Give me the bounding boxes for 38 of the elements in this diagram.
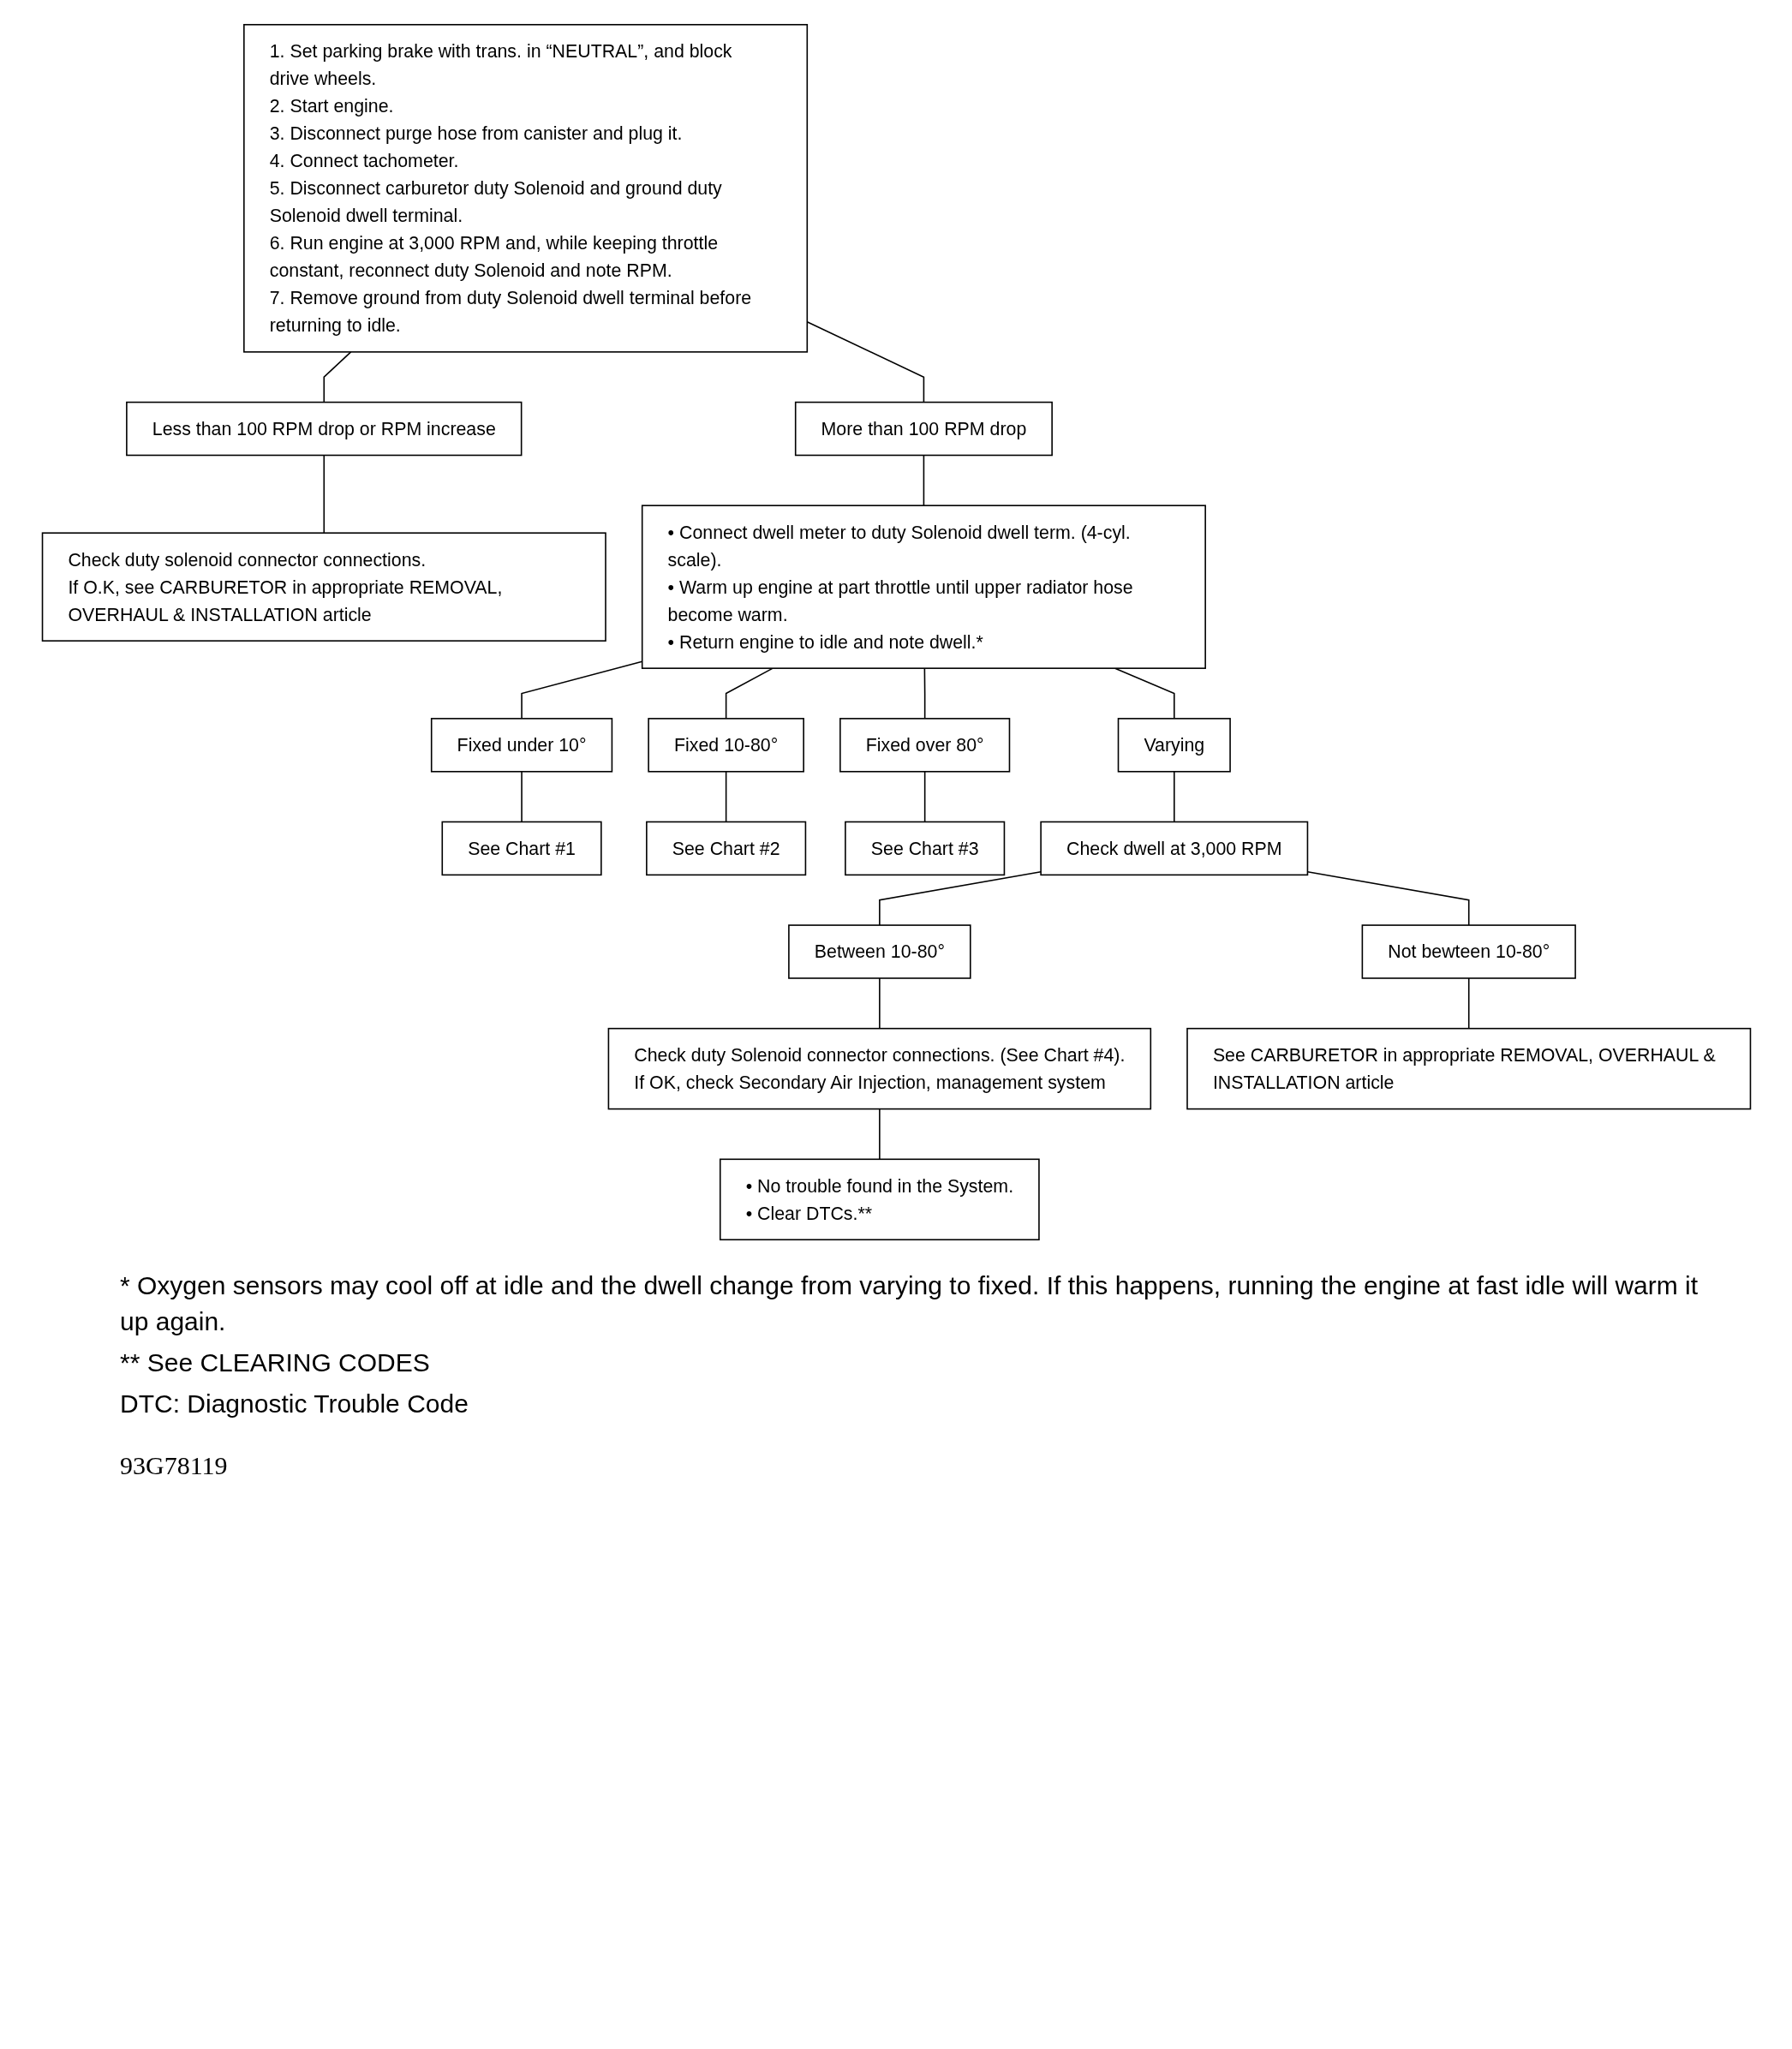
node-box: • Connect dwell meter to duty Solenoid dwell term. (4-cyl. scale). • Warm up engine at part throttle until upper radiator hose become warm. • Return engine to idle and note dwell.* xyxy=(641,505,1206,669)
node-box: Fixed under 10° xyxy=(430,718,612,773)
connector xyxy=(923,770,925,823)
connector xyxy=(923,454,924,506)
connector xyxy=(806,320,924,403)
footnote: ** See CLEARING CODES xyxy=(120,1347,431,1378)
node-box: More than 100 RPM drop xyxy=(794,401,1053,457)
connector xyxy=(878,1108,881,1161)
figure-code: 93G78119 xyxy=(120,1450,229,1481)
connector xyxy=(520,770,523,823)
connector xyxy=(923,667,925,720)
footnote: * Oxygen sensors may cool off at idle and the dwell change from varying to fixed. If this happens, running the engine at fast idle will warm it up again. xyxy=(120,1270,1699,1337)
node-box: See Chart #3 xyxy=(844,821,1005,876)
node-box: Fixed 10-80° xyxy=(647,718,804,773)
connector xyxy=(878,870,1042,926)
connector xyxy=(322,454,325,534)
connector xyxy=(725,667,774,720)
connector xyxy=(1173,770,1175,823)
node-box: Less than 100 RPM drop or RPM increase xyxy=(125,401,522,457)
node-box: • No trouble found in the System. • Clear DTCs.** xyxy=(719,1158,1040,1241)
node-box: Check dwell at 3,000 RPM xyxy=(1039,821,1308,876)
connector xyxy=(725,770,726,823)
abbreviation-note: DTC: Diagnostic Trouble Code xyxy=(120,1389,469,1419)
node-box: Between 10-80° xyxy=(787,924,971,979)
node-box: See Chart #2 xyxy=(645,821,806,876)
connector xyxy=(1467,977,1470,1030)
node-box: Fixed over 80° xyxy=(839,718,1010,773)
connector xyxy=(1306,870,1470,926)
node-box: Check duty solenoid connector connections. If O.K, see CARBURETOR in appropriate REMOVAL, OVERHAUL & INSTALLATION article xyxy=(41,532,606,642)
node-box: Not bewteen 10-80° xyxy=(1361,924,1576,979)
connector xyxy=(878,977,881,1030)
node-box: See CARBURETOR in appropriate REMOVAL, OVERHAUL & INSTALLATION article xyxy=(1186,1027,1751,1110)
connector xyxy=(520,660,642,720)
node-box: 1. Set parking brake with trans. in “NEUTRAL”, and block drive wheels. 2. Start engine. 3. Disconnect purge hose from canister and plug it. 4. Connect tachometer. 5. Disconnect carburetor duty Solenoid and ground duty Solenoid dwell terminal. 6. Run engine at 3,000 RPM and, while keeping throttle constant, reconnect duty Solenoid and note RPM. 7. Remove ground from duty Solenoid dwell terminal before returning to idle. xyxy=(242,23,808,353)
node-box: Check duty Solenoid connector connections. (See Chart #4). If OK, check Secondary Air Injection, management system xyxy=(607,1027,1151,1110)
node-box: Varying xyxy=(1117,718,1231,773)
connector xyxy=(322,351,351,403)
node-box: See Chart #1 xyxy=(441,821,602,876)
